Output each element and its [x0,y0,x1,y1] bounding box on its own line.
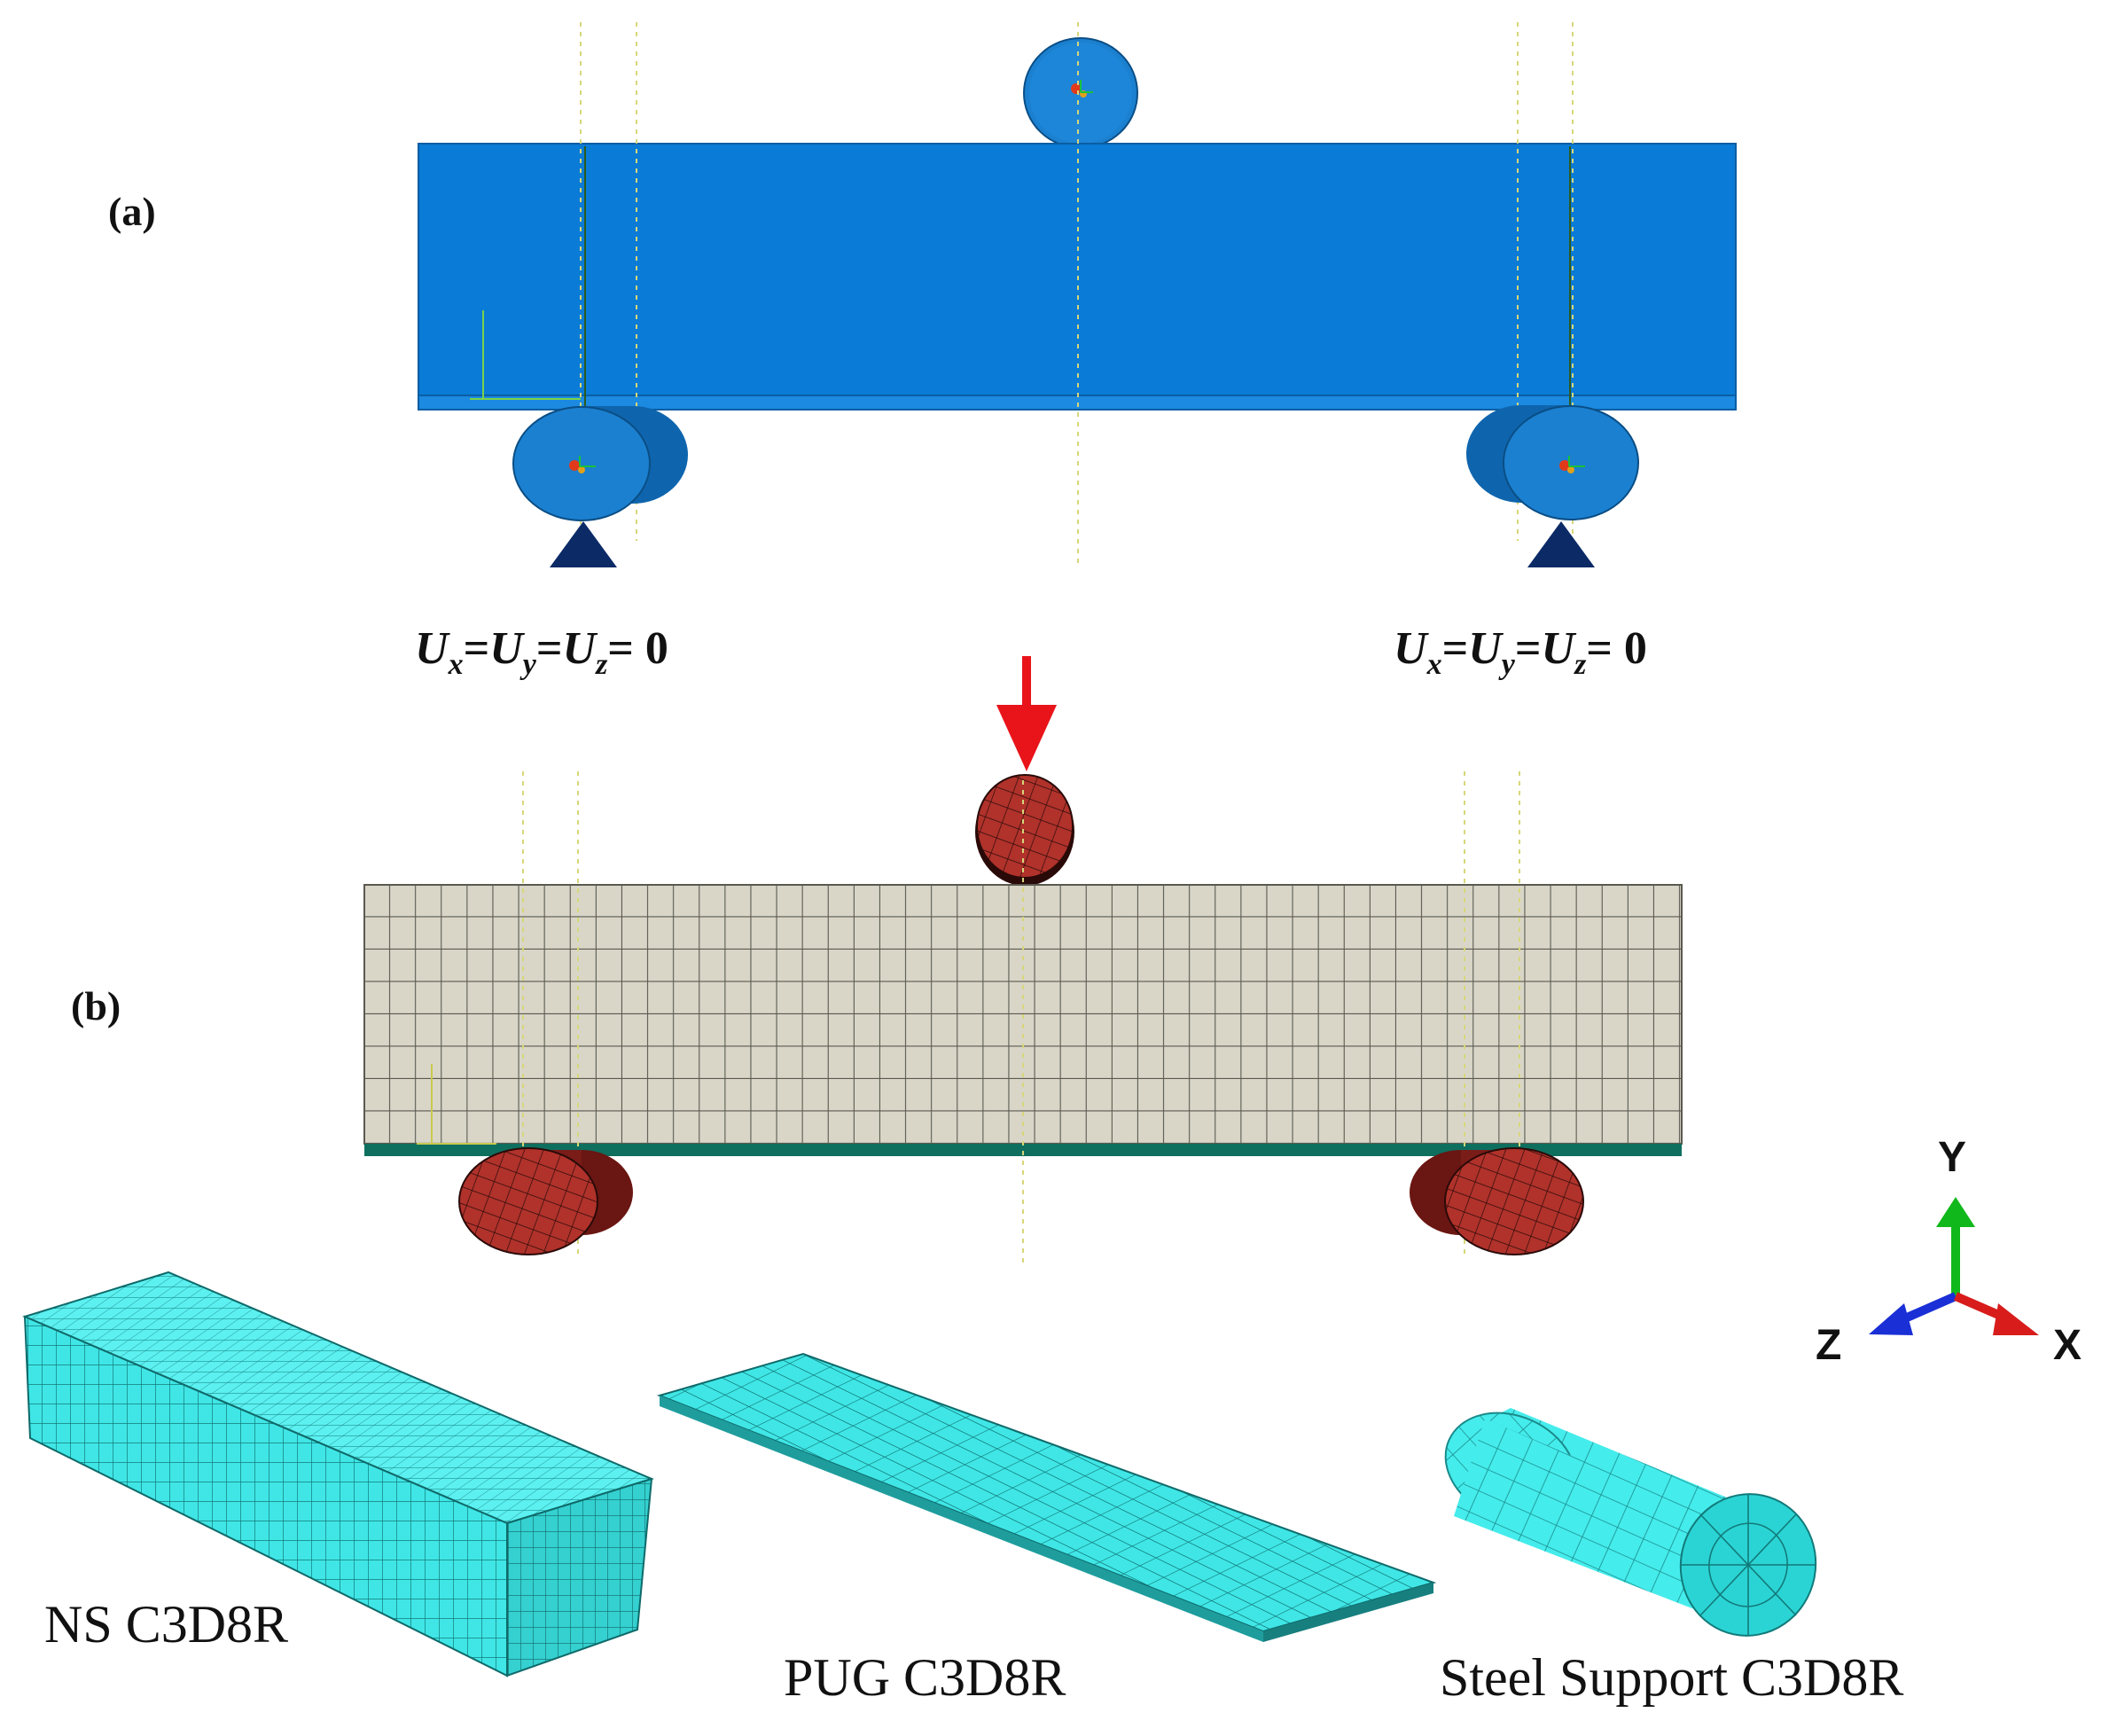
left-pin-support-icon [550,521,617,567]
top-loading-roller-meshed [975,774,1074,886]
z-axis-arrow-icon [1869,1303,1913,1335]
reference-lines-b [522,771,1520,1268]
right-support-roller-meshed [1410,1147,1584,1255]
left-support-roller [512,406,688,521]
x-axis-arrow-icon [1993,1303,2039,1335]
local-csys-b [417,1064,496,1145]
steel-support-mesh-label: Steel Support C3D8R [1440,1648,1904,1707]
panel-label-a: (a) [108,189,156,234]
right-support-roller [1466,405,1639,520]
pug-mesh-label: PUG C3D8R [784,1648,1066,1707]
steel-support-mesh [1444,1408,1817,1637]
axis-label-x: X [2053,1322,2082,1369]
axis-label-y: Y [1938,1134,1967,1181]
axis-triad [1869,1197,2039,1335]
right-pin-support-icon [1527,521,1595,567]
load-arrow-icon [996,656,1057,771]
boundary-condition-left: Ux=Uy=Uz= 0 [415,623,668,681]
y-axis-arrow-icon [1936,1197,1975,1227]
top-loading-roller [1023,37,1138,149]
panel-label-b: (b) [71,983,121,1028]
local-csys-a [470,310,581,400]
left-support-roller-meshed [458,1147,633,1255]
panel-b-geometry [363,656,1683,1268]
ns-block-mesh [22,1271,654,1677]
axis-label-z: Z [1816,1322,1842,1369]
ns-mesh-label: NS C3D8R [44,1595,289,1654]
pug-plate-green [364,1144,1682,1156]
panel-a-geometry [418,22,1737,567]
pug-plate-mesh [656,1352,1437,1642]
boundary-condition-right: Ux=Uy=Uz= 0 [1394,623,1647,681]
